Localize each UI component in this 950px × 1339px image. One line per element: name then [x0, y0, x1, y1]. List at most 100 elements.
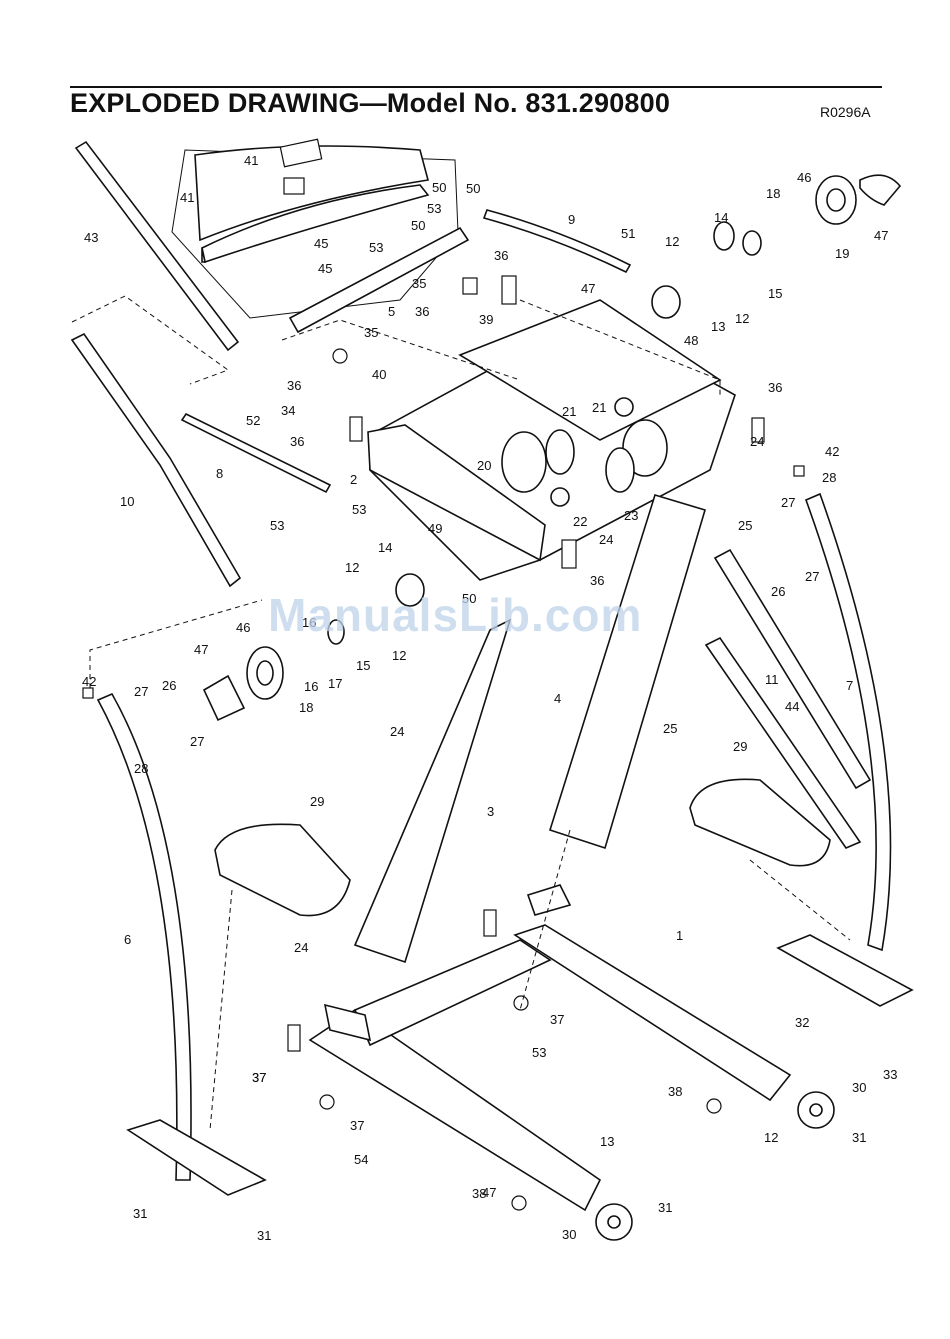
callout-47: 47	[194, 642, 208, 657]
foot-37a	[511, 1195, 527, 1211]
callout-37: 37	[252, 1070, 266, 1085]
callout-49: 49	[428, 521, 442, 536]
cap-41-right	[793, 465, 805, 477]
callout-24: 24	[390, 724, 404, 739]
handlebar-11	[713, 548, 872, 790]
bushing-15-right	[742, 230, 762, 256]
bracket-upper	[526, 884, 572, 916]
callout-20: 20	[477, 458, 491, 473]
callout-32: 32	[795, 1015, 809, 1030]
bearing-21a	[614, 397, 634, 417]
callout-53: 53	[427, 201, 441, 216]
page-title: EXPLODED DRAWING—Model No. 831.290800	[70, 88, 671, 118]
callout-24: 24	[599, 532, 613, 547]
callout-27: 27	[781, 495, 795, 510]
callout-7: 7	[846, 678, 853, 693]
callout-24: 24	[750, 434, 764, 449]
cap-46-left	[202, 674, 246, 722]
pad-36f	[287, 1024, 301, 1052]
callout-51: 51	[621, 226, 635, 241]
callout-21: 21	[592, 400, 606, 415]
console-group	[171, 138, 470, 334]
callout-5: 5	[388, 304, 395, 319]
callout-46: 46	[797, 170, 811, 185]
console-display	[279, 138, 323, 168]
console-opening	[283, 177, 305, 195]
callout-12: 12	[735, 311, 749, 326]
callout-52: 52	[246, 413, 260, 428]
callout-12: 12	[392, 648, 406, 663]
callout-43: 43	[84, 230, 98, 245]
console-top	[194, 145, 430, 242]
dash-console	[281, 319, 521, 381]
pedal-arm-6	[96, 692, 192, 1181]
callout-26: 26	[771, 584, 785, 599]
callout-35: 35	[364, 325, 378, 340]
dash-pedal-left	[209, 889, 233, 1131]
callout-53: 53	[352, 502, 366, 517]
pad-36d	[561, 539, 577, 569]
crossbar-5	[288, 226, 470, 334]
callout-30: 30	[852, 1080, 866, 1095]
drawing-code: R0296A	[820, 104, 871, 120]
foot-37b	[319, 1094, 335, 1110]
callout-21: 21	[562, 404, 576, 419]
callout-29: 29	[310, 794, 324, 809]
dash-top-plate	[519, 299, 721, 395]
spacer-14-right	[713, 221, 735, 251]
callout-45: 45	[314, 236, 328, 251]
callout-45: 45	[318, 261, 332, 276]
pedal-arm-7	[804, 492, 892, 952]
upper-handlebar-left	[74, 140, 240, 352]
pad-36a	[349, 416, 363, 442]
callout-35: 35	[412, 276, 426, 291]
callout-18: 18	[299, 700, 313, 715]
callout-38: 38	[472, 1186, 486, 1201]
callout-12: 12	[665, 234, 679, 249]
callout-31: 31	[257, 1228, 271, 1243]
console-housing	[201, 184, 430, 264]
footplate-left	[126, 1119, 267, 1196]
bearing-21b	[550, 487, 570, 507]
arm-8	[180, 412, 332, 494]
callout-42: 42	[825, 444, 839, 459]
lower-handlebar-left	[70, 332, 242, 588]
callout-31: 31	[133, 1206, 147, 1221]
callout-50: 50	[466, 181, 480, 196]
callout-14: 14	[378, 540, 392, 555]
callout-25: 25	[738, 518, 752, 533]
callout-27: 27	[134, 684, 148, 699]
bracket-lower	[323, 1003, 372, 1042]
callout-47: 47	[581, 281, 595, 296]
callout-27: 27	[805, 569, 819, 584]
spacer-14-left	[327, 619, 345, 645]
wheel-20	[545, 429, 575, 475]
callout-38: 38	[668, 1084, 682, 1099]
callout-41: 41	[244, 153, 258, 168]
footplate-right	[776, 934, 914, 1007]
callout-47: 47	[482, 1185, 496, 1200]
callout-36: 36	[415, 304, 429, 319]
callout-31: 31	[658, 1200, 672, 1215]
front-leg-4	[549, 494, 706, 850]
callout-46: 46	[236, 620, 250, 635]
callout-23: 23	[624, 508, 638, 523]
callout-53: 53	[369, 240, 383, 255]
callout-30: 30	[562, 1227, 576, 1242]
handlebar-42-right	[704, 636, 862, 849]
base-rail-front	[308, 1009, 602, 1212]
cap-41-left	[82, 687, 94, 699]
callout-9: 9	[568, 212, 575, 227]
rear-leg-3	[353, 618, 512, 964]
callout-29: 29	[733, 739, 747, 754]
callout-6: 6	[124, 932, 131, 947]
arm-9	[482, 209, 632, 274]
callout-15: 15	[356, 658, 370, 673]
frame-crossmember-2	[367, 424, 546, 562]
callout-50: 50	[462, 591, 476, 606]
callout-13: 13	[600, 1134, 614, 1149]
callout-36: 36	[287, 378, 301, 393]
dash-pedal-right	[749, 859, 851, 941]
